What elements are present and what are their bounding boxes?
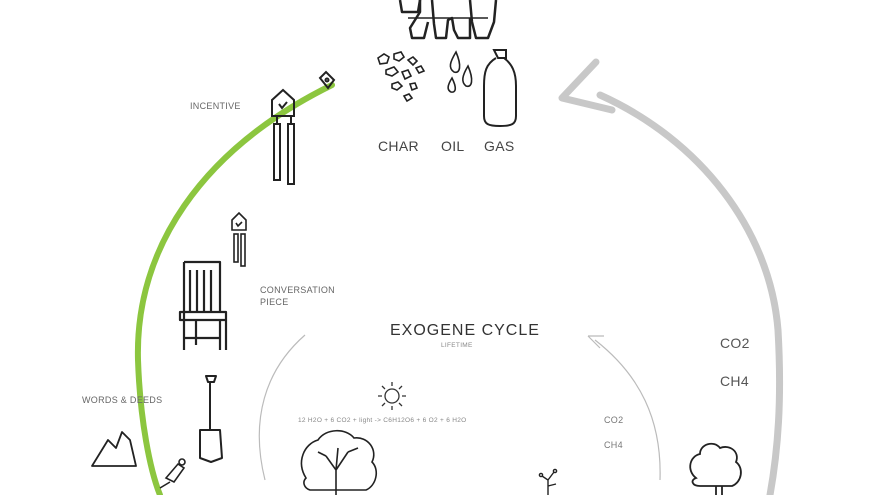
oil-label: OIL [441,138,465,154]
sun-icon [378,382,406,410]
gas-label: GAS [484,138,515,154]
gray-cycle-arc [596,91,784,495]
piece-label: PIECE [260,297,289,307]
gray-arrow-head-icon [558,58,616,114]
incentive-label: INCENTIVE [190,101,241,111]
hanging-tag-icon [318,70,336,90]
oil-drops-icon [447,50,473,93]
shovel-icon [199,375,223,463]
conversation-label: CONVERSATION [260,285,335,295]
exogene-cycle-title: EXOGENE CYCLE [390,322,540,339]
gas-bottle-icon [483,49,517,128]
words-deeds-label: WORDS & DEEDS [82,395,163,405]
char-chunks-icon [377,51,426,103]
green-cycle-arc [134,82,335,495]
lifetime-subtitle: LIFETIME [441,342,473,349]
char-label: CHAR [378,138,419,154]
inner-co2-label: CO2 [604,415,624,425]
small-clock-icon [231,211,247,267]
small-figure-icon [159,458,186,489]
photosynthesis-equation: 12 H2O + 6 CO2 + light -> C6H12O6 + 6 O2… [298,417,467,424]
outer-ch4-label: CH4 [720,373,749,389]
inner-cycle-arc-left [258,334,306,481]
pyrolysis-machine-icon [398,0,498,40]
mountain-icon [91,431,137,467]
outer-co2-label: CO2 [720,335,750,351]
inner-ch4-label: CH4 [604,440,623,450]
chair-icon [178,260,228,350]
bush-icon [689,442,742,495]
incentive-clock-icon [271,88,295,185]
sprout-icon [538,468,558,495]
inner-cycle-arc-right [594,339,661,481]
tree-sketch-icon [300,429,378,495]
inner-arrow-head-icon [587,335,604,349]
